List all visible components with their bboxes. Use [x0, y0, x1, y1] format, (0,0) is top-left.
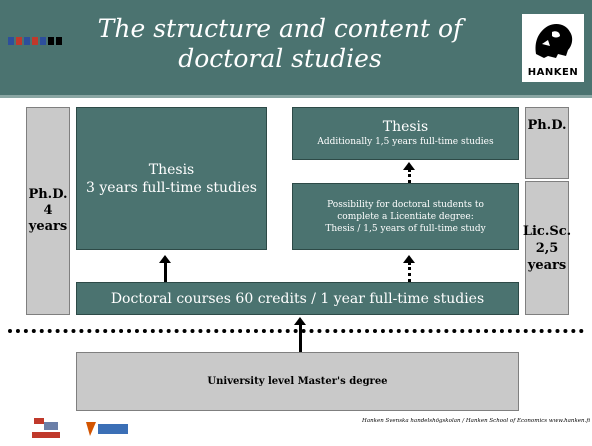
slide-title: The structure and content of doctoral st…	[80, 14, 480, 74]
decorative-stripes	[8, 37, 66, 45]
arrow-courses-to-thesis	[164, 262, 167, 282]
title-line-1: The structure and content of	[97, 14, 463, 43]
licsc-label: Lic.Sc.	[522, 223, 572, 239]
licentiate-line-2: complete a Licentiate degree:	[337, 211, 474, 222]
licsc-box: Lic.Sc. 2,5 years	[522, 181, 572, 315]
thesis-right-duration: Additionally 1,5 years full-time studies	[317, 137, 494, 147]
licsc-duration-unit: years	[527, 257, 567, 273]
hanken-emblem-icon	[535, 24, 573, 58]
phd-4-years-box: Ph.D. 4 years	[26, 107, 70, 315]
arrow-licentiate-to-thesis	[408, 169, 411, 183]
arrow-head-courses-to-thesis	[159, 255, 171, 263]
thesis-left-duration: 3 years full-time studies	[86, 179, 257, 196]
phd-right-box: Ph.D.	[525, 107, 569, 179]
arrow-courses-to-licentiate	[408, 262, 411, 282]
footer-text: Hanken Svenska handelshögskolan / Hanken…	[362, 418, 590, 424]
thesis-additional-box: Thesis Additionally 1,5 years full-time …	[292, 107, 519, 160]
partner-logo-icon	[86, 422, 128, 436]
masters-degree-box: University level Master's degree	[76, 352, 519, 411]
arrow-masters-to-courses	[299, 324, 302, 352]
thesis-3-years-box: Thesis 3 years full-time studies	[76, 107, 267, 250]
doctoral-courses-box: Doctoral courses 60 credits / 1 year ful…	[76, 282, 519, 315]
arrow-head-masters-to-courses	[294, 317, 306, 325]
hanken-small-logo-icon	[32, 418, 60, 438]
licsc-duration-value: 2,5	[535, 240, 559, 256]
title-line-2: doctoral studies	[178, 44, 382, 73]
thesis-left-title: Thesis	[148, 161, 195, 178]
phd-left-duration: 4 years	[28, 203, 68, 234]
thesis-right-title: Thesis	[382, 119, 429, 135]
arrow-head-licentiate-to-thesis	[403, 162, 415, 170]
licentiate-line-3: Thesis / 1,5 years of full-time study	[325, 223, 486, 234]
masters-degree-label: University level Master's degree	[207, 376, 388, 387]
dotted-divider	[8, 329, 584, 333]
phd-left-label: Ph.D.	[28, 187, 68, 202]
header-divider	[0, 95, 592, 98]
hanken-logo: HANKEN	[522, 14, 584, 82]
doctoral-courses-label: Doctoral courses 60 credits / 1 year ful…	[110, 290, 485, 307]
arrow-head-courses-to-licentiate	[403, 255, 415, 263]
footer-logo-left	[30, 418, 62, 440]
footer-logo-right	[86, 420, 130, 438]
slide-header	[0, 0, 592, 96]
licentiate-box: Possibility for doctoral students to com…	[292, 183, 519, 250]
licentiate-line-1: Possibility for doctoral students to	[327, 199, 484, 210]
logo-wordmark: HANKEN	[527, 67, 579, 78]
phd-right-label: Ph.D.	[527, 118, 567, 133]
